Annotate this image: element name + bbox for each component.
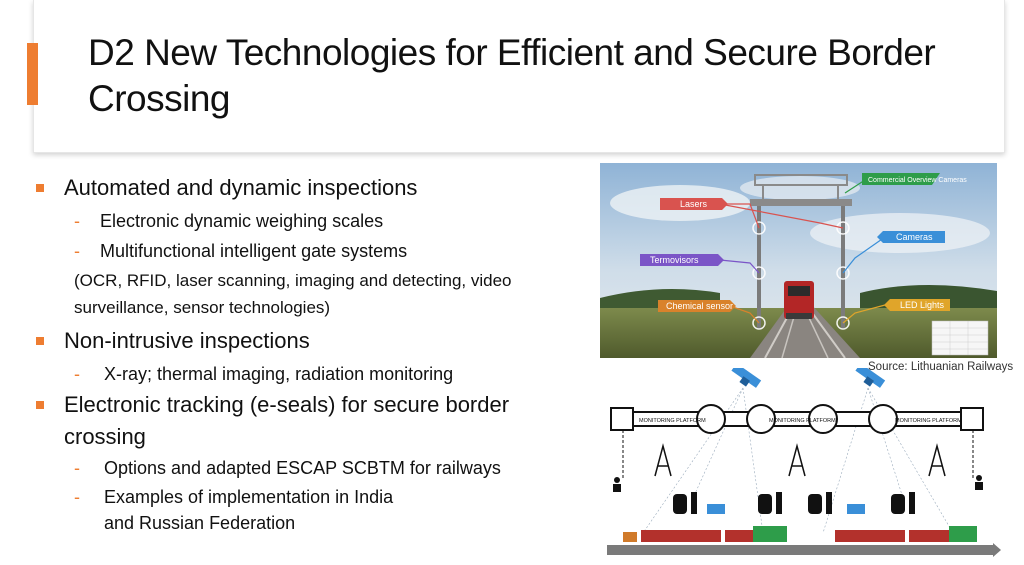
title-accent-bar	[27, 43, 38, 105]
radio-tower-icon	[654, 443, 946, 477]
title-card	[33, 0, 1005, 153]
bullet-non-intrusive: Non-intrusive inspections	[36, 325, 310, 357]
subbullet-weighing-scales: - Electronic dynamic weighing scales	[74, 208, 383, 234]
railway-track	[607, 543, 1001, 557]
gate-systems-note: (OCR, RFID, laser scanning, imaging and …	[74, 271, 512, 317]
svg-text:Cameras: Cameras	[896, 232, 933, 242]
train-icon	[673, 492, 915, 514]
svg-text:Commercial Overview Cameras: Commercial Overview Cameras	[868, 177, 967, 184]
freight-train	[623, 526, 977, 542]
satellite-icon	[731, 363, 762, 388]
subbullet-examples: - Examples of implementation in India an…	[74, 484, 404, 536]
slide-title: D2 New Technologies for Efficient and Se…	[88, 32, 936, 119]
svg-text:MONITORING PLATFORM: MONITORING PLATFORM	[639, 418, 706, 424]
bullet-square-icon	[36, 337, 44, 345]
subbullet-gate-systems: - Multifunctional intelligent gate syste…	[74, 238, 407, 264]
bullet-automated-inspections: Automated and dynamic inspections	[36, 172, 417, 204]
monitoring-diagram-illustration: MONITORING PLATFORM MONITORING PLATFORM …	[607, 363, 1001, 557]
satellite-icon	[855, 363, 886, 388]
operator-icon	[613, 475, 983, 492]
image-source-caption: Source: Lithuanian Railways	[868, 361, 1014, 373]
svg-text:Termovisors: Termovisors	[650, 255, 699, 265]
dash-icon: -	[74, 364, 80, 384]
inspection-gate-photo: Commercial Overview Cameras Lasers Camer…	[600, 163, 997, 358]
monitoring-platform-bar: MONITORING PLATFORM MONITORING PLATFORM …	[610, 404, 984, 434]
tag-led-lights: LED Lights	[884, 299, 950, 311]
subbullet-escap: - Options and adapted ESCAP SCBTM for ra…	[74, 455, 501, 481]
gate-photo-illustration: Commercial Overview Cameras Lasers Camer…	[600, 163, 997, 358]
svg-text:MONITORING PLATFORM: MONITORING PLATFORM	[895, 418, 962, 424]
monitoring-platform-diagram: MONITORING PLATFORM MONITORING PLATFORM …	[603, 363, 1003, 560]
dash-icon: -	[74, 487, 80, 507]
tag-lasers: Lasers	[660, 198, 728, 210]
tag-chemical-sensor: Chemical sensor	[658, 300, 736, 312]
svg-text:MONITORING PLATFORM: MONITORING PLATFORM	[769, 418, 836, 424]
dash-icon: -	[74, 241, 80, 261]
bullet-square-icon	[36, 184, 44, 192]
data-table-inset	[931, 320, 989, 356]
dash-icon: -	[74, 458, 80, 478]
subbullet-xray: - X-ray; thermal imaging, radiation moni…	[74, 361, 453, 387]
tag-cameras: Cameras	[877, 231, 945, 243]
dash-icon: -	[74, 211, 80, 231]
bullet-electronic-tracking: Electronic tracking (e-seals) for secure…	[36, 389, 564, 453]
svg-text:Lasers: Lasers	[680, 199, 708, 209]
svg-text:Chemical sensor: Chemical sensor	[666, 301, 733, 311]
svg-text:LED Lights: LED Lights	[900, 300, 945, 310]
tag-termovisors: Termovisors	[640, 254, 724, 266]
bullet-square-icon	[36, 401, 44, 409]
tag-commercial-cameras: Commercial Overview Cameras	[862, 173, 967, 185]
